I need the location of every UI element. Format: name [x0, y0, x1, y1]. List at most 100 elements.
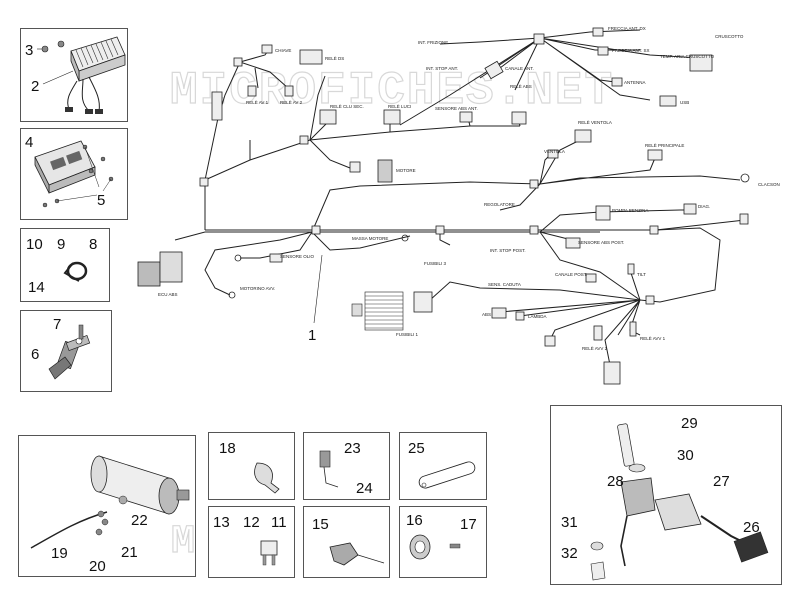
callout-5[interactable]: 5: [97, 192, 105, 209]
label-int-stop-post: INT. STOP POST.: [490, 248, 526, 253]
fuse-icon: [260, 540, 278, 556]
connector-chiave[interactable]: [261, 44, 273, 54]
sensor-drawing: 7 6: [31, 316, 91, 380]
cap-icon: [329, 542, 359, 566]
callout-12[interactable]: 12: [243, 514, 260, 531]
callout-28[interactable]: 28: [607, 473, 624, 490]
callout-24[interactable]: 24: [356, 480, 373, 497]
label-rele-av-1: RELÈ AV 1: [246, 99, 269, 105]
callout-1[interactable]: 1: [308, 327, 316, 344]
label-rele-avv-1: RELÈ AVV 1: [640, 335, 666, 341]
callout-4[interactable]: 4: [25, 134, 33, 151]
label-chiave: CHIAVE: [275, 48, 291, 53]
label-ventola: VENTOLA: [544, 149, 565, 154]
wire-end-icon: [228, 173, 750, 299]
fuse-drawing: 13 12 11: [213, 514, 287, 566]
callout-3[interactable]: 3: [25, 42, 33, 59]
nut-icon: [95, 510, 109, 536]
label-int-stop-ant: INT. STOP ANT.: [426, 66, 458, 71]
panel-cap[interactable]: 15: [303, 506, 390, 578]
panel-relay-plug[interactable]: 23 24: [303, 432, 390, 500]
screw-icon: [41, 40, 65, 53]
label-rele-av-2: RELÈ AV 2: [280, 99, 303, 105]
callout-32[interactable]: 32: [561, 545, 578, 562]
cap-drawing: 15: [312, 516, 385, 566]
starter-motor: [90, 455, 190, 515]
callout-27[interactable]: 27: [713, 473, 730, 490]
label-sens-abs-post: SENSORE ABS POST.: [578, 240, 624, 245]
callout-22[interactable]: 22: [131, 512, 148, 529]
label-sens-abs-ant: SENSORE ABS ANT.: [435, 106, 478, 111]
panel-starter-motor[interactable]: MICROFICHES.NET 22 21 19 20: [18, 435, 560, 577]
callout-26[interactable]: 26: [743, 519, 760, 536]
panel-ecu[interactable]: 4 5: [20, 128, 128, 220]
label-rele-ds: RELÈ DS: [325, 55, 344, 61]
callout-21[interactable]: 21: [121, 544, 138, 561]
clips-drawing: 10 9 8 14: [26, 236, 97, 296]
strap-drawing: 25: [408, 440, 476, 489]
panel-fuse[interactable]: 13 12 11: [208, 506, 295, 578]
panel-strap[interactable]: 25: [399, 432, 487, 500]
voltage-regulator: [65, 36, 126, 114]
panel-abs-harness[interactable]: 29 30 28 27 26 31 32: [550, 405, 782, 585]
screw-icon: [449, 543, 461, 549]
clamp-drawing: 18: [219, 440, 280, 494]
panel-clamp[interactable]: 18: [208, 432, 295, 500]
label-temp-aria: TEMP. ARIA CRUSCOTTO: [660, 54, 715, 59]
plug-icon: [319, 450, 331, 468]
callout-16[interactable]: 16: [406, 512, 423, 529]
sensor-unit: [48, 324, 91, 380]
callout-8[interactable]: 8: [89, 236, 97, 253]
label-antenna: ANTENNA: [624, 80, 646, 85]
regulator-drawing: 3 2: [25, 36, 126, 114]
grommet-drawing: 16 17: [406, 512, 477, 560]
relay-plug-drawing: 23 24: [319, 440, 373, 497]
callout-25[interactable]: 25: [408, 440, 425, 457]
label-canale-ant: CANALE ANT.: [505, 66, 534, 71]
label-sens-caduta: SENS. CADUTA: [488, 282, 521, 287]
callout-11[interactable]: 11: [271, 514, 287, 531]
callout-20[interactable]: 20: [89, 558, 106, 575]
screw-icon: [78, 324, 84, 340]
callout-18[interactable]: 18: [219, 440, 236, 457]
panel-sensor[interactable]: 7 6: [20, 310, 112, 392]
label-sensore-olio: SENSORE OLIO: [280, 254, 315, 259]
callout-13[interactable]: 13: [213, 514, 230, 531]
callout-2[interactable]: 2: [31, 78, 39, 95]
label-abs: ABS: [482, 312, 491, 317]
watermark-top: MICROFICHES.NET: [170, 65, 614, 117]
label-regolatore: REGOLATORE: [484, 202, 515, 207]
label-rele-abs: RELÈ ABS: [510, 83, 532, 89]
callout-30[interactable]: 30: [677, 447, 694, 464]
label-int-frizione: INT. FRIZIONE: [418, 40, 448, 45]
plug-icon: [65, 107, 73, 112]
callout-17[interactable]: 17: [460, 516, 477, 533]
callout-7[interactable]: 7: [53, 316, 61, 333]
label-rele-clu: RELÈ CLU SEC.: [330, 103, 364, 109]
label-motore: MOTORE: [396, 168, 416, 173]
callout-10[interactable]: 10: [26, 236, 43, 253]
label-fusibili-3: FUSIBILI 3: [424, 261, 447, 266]
connector-block[interactable]: [211, 91, 223, 121]
label-massa: MASSA MOTORE: [352, 236, 388, 241]
abs-harness-drawing: 29 30 28 27 26 31 32: [561, 415, 769, 581]
panel-grommet[interactable]: 16 17: [399, 506, 487, 578]
callout-9[interactable]: 9: [57, 236, 65, 253]
label-ecu-abs: ECU ABS: [158, 292, 178, 297]
callout-14[interactable]: 14: [28, 279, 45, 296]
callout-19[interactable]: 19: [51, 545, 68, 562]
wiring-harness-drawing: MICROFICHES.NET: [137, 26, 780, 385]
label-clacson: CLACSON: [758, 182, 780, 187]
panel-regulator[interactable]: 3 2: [20, 28, 128, 122]
callout-6[interactable]: 6: [31, 346, 39, 363]
callout-23[interactable]: 23: [344, 440, 361, 457]
callout-29[interactable]: 29: [681, 415, 698, 432]
callout-15[interactable]: 15: [312, 516, 329, 533]
fuse-box[interactable]: [351, 291, 404, 331]
label-freccia-sx: FRECCIA ANT. SX: [612, 48, 650, 53]
label-rele-avv-2: RELÈ AVV 2: [582, 345, 608, 351]
panel-clips[interactable]: 10 9 8 14: [20, 228, 110, 302]
label-rele-luci: RELÈ LUCI: [388, 103, 411, 109]
callout-31[interactable]: 31: [561, 514, 578, 531]
